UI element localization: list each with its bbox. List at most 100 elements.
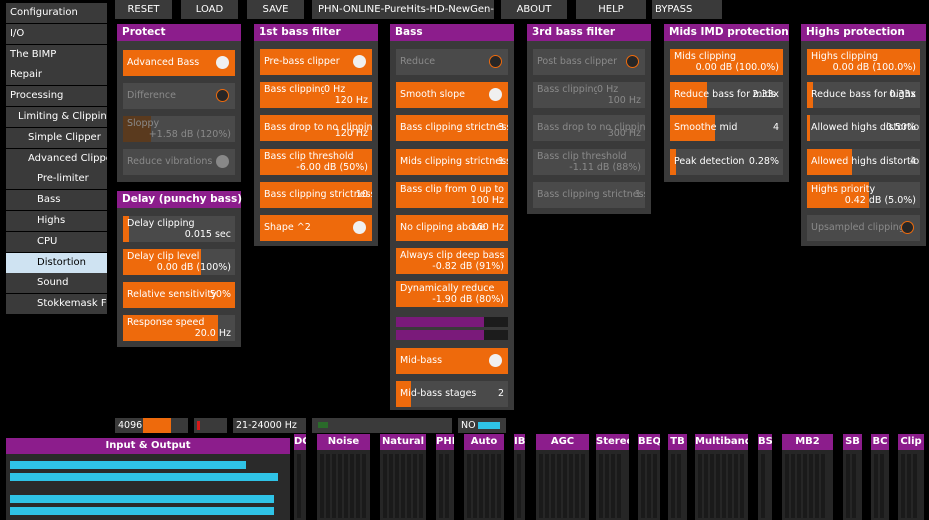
module-12[interactable]: MB2 xyxy=(782,434,833,520)
toggle-icon[interactable] xyxy=(489,55,502,68)
control-bass1[interactable]: Shape ^2 xyxy=(260,215,372,241)
module-2[interactable]: Natural xyxy=(380,434,426,520)
sidebar-item[interactable]: I/O xyxy=(6,23,107,44)
control-label: Mids clipping strictness xyxy=(400,156,508,167)
control-bass[interactable]: Smooth slope xyxy=(396,82,508,108)
sidebar-item[interactable]: Repair xyxy=(6,65,107,86)
control-bass[interactable]: Dynamically reduce-1.90 dB (80%) xyxy=(396,281,508,307)
control-protect[interactable]: Reduce vibrations xyxy=(123,149,235,175)
module-8[interactable]: BEQ xyxy=(638,434,660,520)
control-bass3[interactable]: Post bass clipper xyxy=(533,49,645,75)
control-bass1[interactable]: Bass clip threshold-6.00 dB (50%) xyxy=(260,149,372,175)
sidebar-item[interactable]: The BIMP xyxy=(6,44,107,65)
module-14[interactable]: BC xyxy=(871,434,889,520)
control-bass[interactable]: Mid-bass xyxy=(396,348,508,374)
toggle-icon[interactable] xyxy=(489,88,502,101)
toggle-icon[interactable] xyxy=(216,155,229,168)
sidebar-item[interactable]: CPU xyxy=(6,231,107,252)
toggle-icon[interactable] xyxy=(353,55,366,68)
module-5[interactable]: IB xyxy=(514,434,525,520)
sidebar-item[interactable]: Simple Clipper xyxy=(6,127,107,148)
control-fill xyxy=(807,82,813,108)
module-9[interactable]: TB xyxy=(668,434,687,520)
control-bass[interactable]: Always clip deep bass-0.82 dB (91%) xyxy=(396,248,508,274)
toggle-icon[interactable] xyxy=(353,221,366,234)
about-button[interactable]: ABOUT xyxy=(501,0,567,19)
save-button[interactable]: SAVE xyxy=(247,0,304,19)
control-bass[interactable]: Reduce xyxy=(396,49,508,75)
sidebar-item[interactable]: Advanced Clipper xyxy=(6,148,107,169)
module-1[interactable]: Noise xyxy=(317,434,370,520)
preset-name[interactable]: PHN-ONLINE-PureHits-HD-NewGen-ST9 xyxy=(312,0,494,19)
meter-column xyxy=(901,454,905,518)
control-value: 0.00 dB (100%) xyxy=(156,262,231,273)
sidebar-item[interactable]: Configuration xyxy=(6,3,107,23)
module-7[interactable]: Stereo xyxy=(596,434,629,520)
control-bass3[interactable]: Bass clip threshold-1.11 dB (88%) xyxy=(533,149,645,175)
module-13[interactable]: SB xyxy=(843,434,862,520)
toggle-icon[interactable] xyxy=(489,354,502,367)
bypass-button[interactable]: BYPASS xyxy=(652,0,722,19)
module-10[interactable]: Multiband xyxy=(695,434,748,520)
control-value: -1.90 dB (80%) xyxy=(432,294,504,305)
fft-size[interactable]: 4096 xyxy=(115,418,188,433)
control-protect[interactable]: Advanced Bass xyxy=(123,50,235,76)
help-button[interactable]: HELP xyxy=(576,0,646,19)
toggle-icon[interactable] xyxy=(626,55,639,68)
module-11[interactable]: BS xyxy=(758,434,772,520)
control-protect[interactable]: Sloppy+1.58 dB (120%) xyxy=(123,116,235,142)
control-fill xyxy=(396,115,508,141)
control-bass1[interactable]: Pre-bass clipper xyxy=(260,49,372,75)
module-title: Stereo xyxy=(596,434,629,450)
toggle-icon[interactable] xyxy=(216,89,229,102)
mode-indicator[interactable]: NO xyxy=(458,418,506,433)
sidebar-item[interactable]: Bass xyxy=(6,190,107,211)
module-4[interactable]: Auto xyxy=(464,434,504,520)
sidebar-item[interactable]: Highs xyxy=(6,211,107,231)
module-15[interactable]: Clip xyxy=(898,434,924,520)
sidebar-item[interactable]: Stokkemask FM xyxy=(6,294,107,315)
toggle-icon[interactable] xyxy=(901,221,914,234)
load-button[interactable]: LOAD xyxy=(181,0,238,19)
module-3[interactable]: PHR xyxy=(436,434,454,520)
control-value: 0.015 sec xyxy=(184,229,231,240)
module-title: BEQ xyxy=(638,434,660,450)
control-protect[interactable]: Difference xyxy=(123,83,235,109)
sidebar-item[interactable]: Processing xyxy=(6,86,107,107)
module-6[interactable]: AGC xyxy=(536,434,589,520)
sidebar-item[interactable]: Distortion xyxy=(6,252,107,273)
sidebar-item[interactable]: Pre-limiter xyxy=(6,169,107,190)
sidebar-item[interactable]: Sound xyxy=(6,273,107,294)
control-highs[interactable]: Upsampled clipping xyxy=(807,215,920,241)
toggle-icon[interactable] xyxy=(216,56,229,69)
module-0[interactable]: DC xyxy=(294,434,306,520)
sidebar-item[interactable]: Limiting & Clipping xyxy=(6,107,107,127)
reset-button[interactable]: RESET xyxy=(115,0,172,19)
io-title: Input & Output xyxy=(6,438,290,454)
